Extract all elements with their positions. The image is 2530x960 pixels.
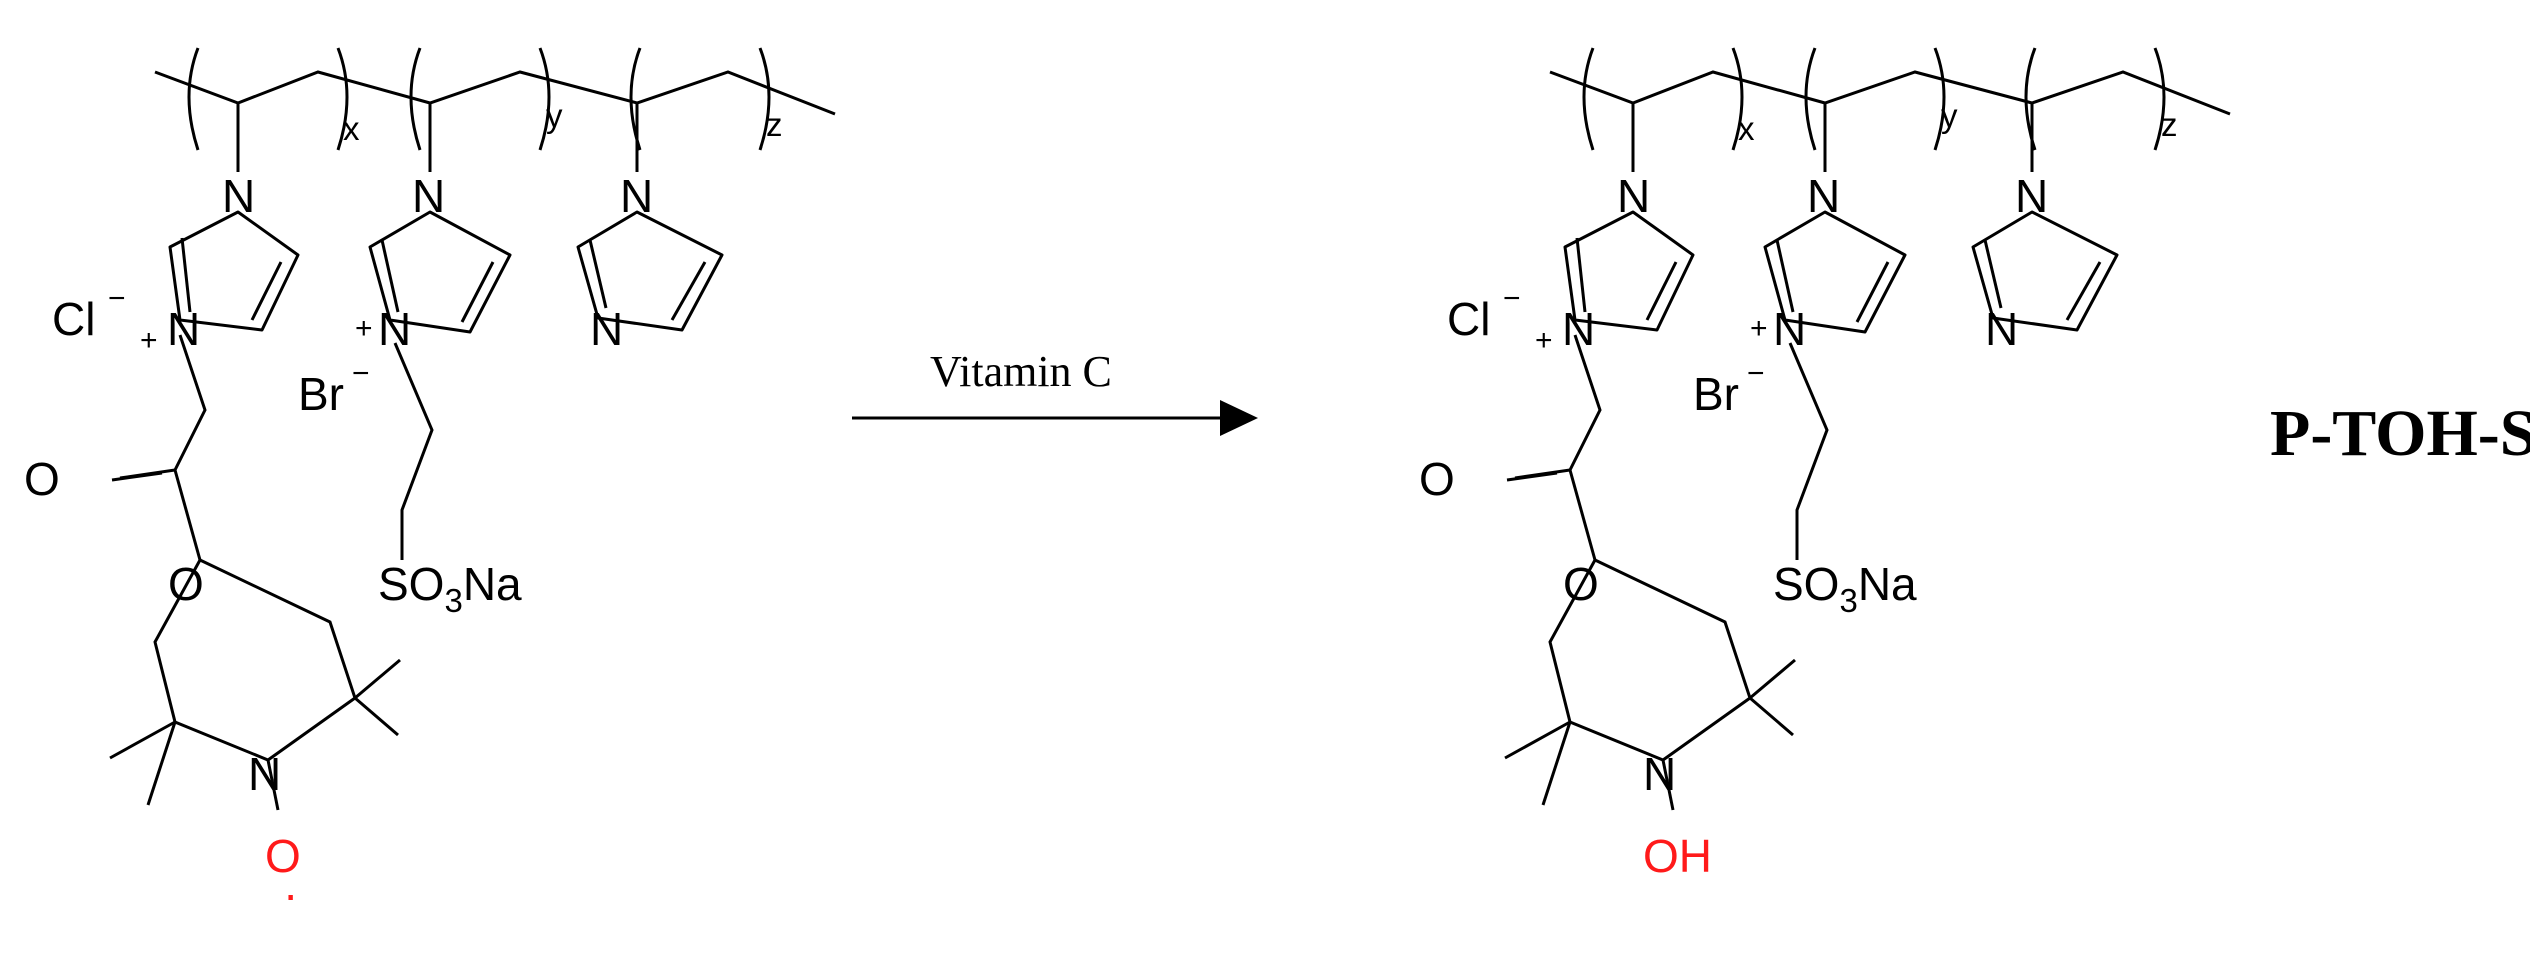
nitrogen-2: N bbox=[412, 170, 445, 222]
product-nitrogen-2: N bbox=[1807, 170, 1840, 222]
reactant-structure: x y z N N + Cl − O O N O · bbox=[24, 47, 836, 920]
subscript-y: y bbox=[546, 97, 563, 134]
product-backbone bbox=[1549, 47, 2231, 151]
product-bromide-charge: − bbox=[1747, 357, 1765, 390]
sulfonate-group: SO3Na bbox=[378, 558, 522, 619]
bromide-charge: − bbox=[352, 357, 370, 390]
chloride-charge: − bbox=[108, 282, 126, 315]
subscript-x: x bbox=[343, 110, 360, 147]
product-nitrogen-1: N bbox=[1617, 170, 1650, 222]
nitrogen-3: N bbox=[620, 170, 653, 222]
product-nitrogen-2b: N bbox=[1773, 303, 1806, 355]
piperidine-nitrogen: N bbox=[248, 748, 281, 800]
plus-charge-2: + bbox=[355, 312, 373, 345]
product-structure: x y z N N + Cl − O O N OH bbox=[1419, 47, 2231, 882]
imidazole-pendant bbox=[576, 103, 724, 332]
product-nitrogen-1b: N bbox=[1562, 303, 1595, 355]
product-chloride-charge: − bbox=[1503, 282, 1521, 315]
imidazolium-sulfonate-pendant bbox=[368, 103, 512, 560]
nitrogen-1: N bbox=[222, 170, 255, 222]
product-nitrogen-3: N bbox=[2015, 170, 2048, 222]
product-chloride-label: Cl bbox=[1447, 293, 1490, 345]
product-subscript-z: z bbox=[2161, 106, 2178, 143]
bromide-label: Br bbox=[298, 368, 344, 420]
product-ester-oxygen: O bbox=[1563, 558, 1599, 610]
product-bromide-label: Br bbox=[1693, 368, 1739, 420]
nitrogen-3b: N bbox=[590, 303, 623, 355]
reagent-label: Vitamin C bbox=[930, 347, 1112, 396]
product-sulfonate-group: SO3Na bbox=[1773, 558, 1917, 619]
product-carbonyl-oxygen: O bbox=[1419, 453, 1455, 505]
nitroxide-radical-oxygen: O bbox=[265, 830, 301, 882]
carbonyl-oxygen: O bbox=[24, 453, 60, 505]
reaction-arrow bbox=[852, 400, 1258, 436]
product-imidazolium-tempoh-pendant bbox=[1504, 103, 1796, 811]
product-subscript-y: y bbox=[1941, 97, 1958, 134]
product-piperidine-nitrogen: N bbox=[1643, 748, 1676, 800]
product-plus-charge-2: + bbox=[1750, 312, 1768, 345]
nitrogen-2b: N bbox=[378, 303, 411, 355]
subscript-z: z bbox=[766, 106, 783, 143]
ester-oxygen: O bbox=[168, 558, 204, 610]
product-imidazole-pendant bbox=[1971, 103, 2119, 332]
product-nitrogen-3b: N bbox=[1985, 303, 2018, 355]
plus-charge-1: + bbox=[140, 324, 158, 357]
chloride-label: Cl bbox=[52, 293, 95, 345]
polymer-backbone bbox=[154, 47, 836, 151]
product-name-label: P-TOH-S bbox=[2270, 397, 2530, 470]
nitrogen-1b: N bbox=[167, 303, 200, 355]
imidazolium-tempo-pendant bbox=[109, 103, 401, 811]
product-subscript-x: x bbox=[1738, 110, 1755, 147]
hydroxylamine-oh: OH bbox=[1643, 830, 1712, 882]
radical-dot: · bbox=[283, 868, 298, 920]
product-imidazolium-sulfonate-pendant bbox=[1763, 103, 1907, 560]
product-plus-charge-1: + bbox=[1535, 324, 1553, 357]
